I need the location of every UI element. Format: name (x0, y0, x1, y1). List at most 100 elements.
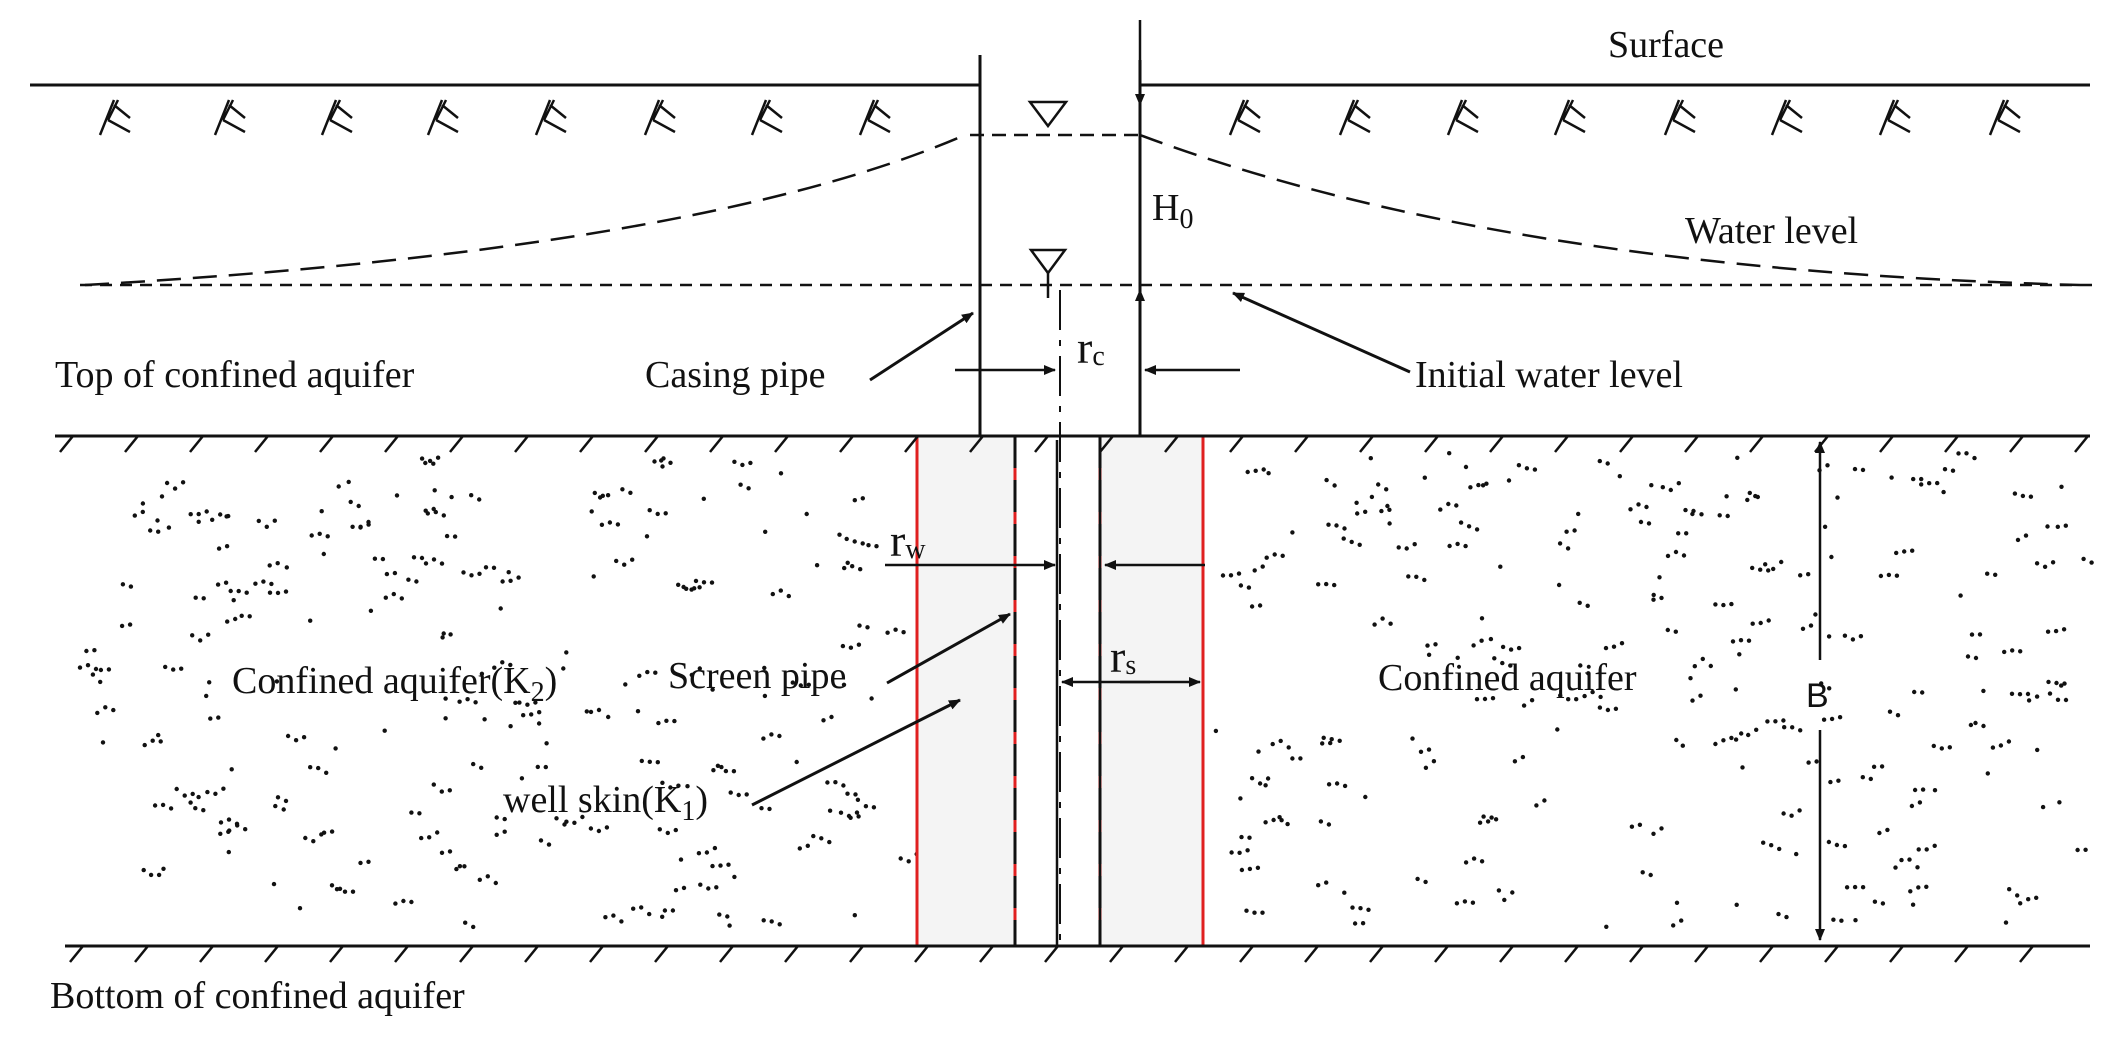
sand-dot (2054, 680, 2059, 686)
sand-dot (1410, 736, 1415, 741)
sand-dot (1349, 539, 1354, 545)
sand-dot (1800, 626, 1806, 631)
sand-dot (714, 885, 719, 890)
sand-dot (273, 803, 278, 809)
sand-dot (1279, 818, 1284, 823)
hatch-mark (774, 435, 789, 453)
sand-dot (358, 860, 363, 866)
sand-dot (1516, 645, 1522, 651)
sand-dot (1699, 512, 1704, 517)
sand-dot (2003, 920, 2009, 925)
sand-dot (419, 835, 424, 841)
sand-dot (213, 791, 218, 796)
sand-dot (1379, 508, 1384, 514)
sand-dot (427, 835, 432, 840)
sand-dot (1326, 822, 1332, 827)
initial-level-triangle-marker (1028, 248, 1068, 276)
sand-dot (1463, 860, 1469, 865)
sand-dot (1387, 507, 1392, 512)
hatch-mark (459, 945, 474, 963)
sand-dot (2023, 533, 2029, 538)
sand-dot (2034, 561, 2040, 566)
sand-dot (767, 806, 772, 812)
sand-dot (855, 797, 861, 802)
sand-dot (673, 888, 679, 893)
sand-dot (2050, 560, 2056, 565)
hatch-mark (189, 435, 204, 453)
sand-dot (1877, 830, 1882, 836)
sand-dot (1489, 815, 1494, 820)
sand-dot (1673, 629, 1679, 634)
water-level-label: Water level (1685, 210, 1858, 252)
grass-stroke (534, 99, 567, 136)
sand-dot (188, 512, 193, 517)
sand-dot (457, 699, 462, 704)
hatch-mark (1564, 945, 1579, 963)
sand-dot (644, 534, 650, 539)
sand-dot (711, 768, 716, 773)
sand-dot (1477, 820, 1483, 825)
top-hatch-marks (59, 435, 2089, 453)
sand-dot (759, 806, 764, 811)
sand-dot (1899, 857, 1904, 863)
hatch-mark (254, 435, 269, 453)
sand-dot (491, 565, 497, 570)
hatch-mark (1369, 945, 1384, 963)
sand-dot (271, 881, 277, 887)
sand-dot (1932, 788, 1938, 793)
grass-stroke (1770, 99, 1803, 136)
sand-dot (1911, 476, 1916, 482)
sand-dot (1380, 616, 1385, 621)
bottom-hatch-marks (69, 945, 2034, 963)
grass-symbol (1770, 99, 1803, 136)
sand-dot (543, 764, 548, 770)
sand-dot (148, 528, 153, 533)
sand-dot (1454, 503, 1459, 508)
sand-dot (588, 826, 594, 831)
sand-dot (479, 765, 484, 770)
sand-dot (1648, 872, 1653, 878)
sand-dot (1797, 808, 1802, 813)
sand-dot (1651, 831, 1656, 836)
sand-dot (1886, 572, 1892, 578)
hatch-mark (1174, 945, 1189, 963)
sand-dot (423, 508, 428, 513)
h0-label: H0 (1152, 187, 1193, 235)
sand-dot (1765, 719, 1770, 724)
sand-dot (433, 509, 438, 515)
sand-dot (224, 514, 229, 519)
hatch-mark (1694, 945, 1709, 963)
screen-pipe-label: Screen pipe (668, 655, 846, 697)
sand-dot (317, 531, 322, 536)
sand-dot (1724, 494, 1729, 499)
sand-dot (572, 820, 577, 825)
hatch-mark (904, 435, 919, 453)
sand-dot (866, 543, 871, 548)
sand-dot (536, 721, 542, 726)
sand-dot (1813, 612, 1818, 617)
grass-symbol (1878, 99, 1911, 136)
hatch-mark (2074, 435, 2089, 453)
sand-dot (1674, 737, 1679, 743)
sand-dot (90, 672, 96, 677)
sand-dot (432, 488, 437, 493)
sand-dot (498, 606, 503, 611)
sand-dot (1447, 451, 1452, 456)
sand-dot (2006, 739, 2012, 744)
sand-dot (1363, 794, 1368, 800)
sand-dot (607, 520, 613, 525)
sand-dot (712, 845, 718, 851)
sand-dot (580, 814, 585, 820)
grass-symbol (1228, 99, 1261, 136)
sand-dot (2018, 649, 2023, 654)
sand-dot (841, 783, 846, 788)
sand-dot (1907, 857, 1912, 862)
sand-dot (508, 578, 513, 583)
sand-dot (665, 830, 670, 836)
sand-dot (172, 486, 178, 491)
sand-dot (763, 529, 768, 534)
well-skin-right (1098, 434, 1205, 948)
sand-dot (1644, 504, 1649, 510)
sand-dot (1717, 513, 1722, 518)
